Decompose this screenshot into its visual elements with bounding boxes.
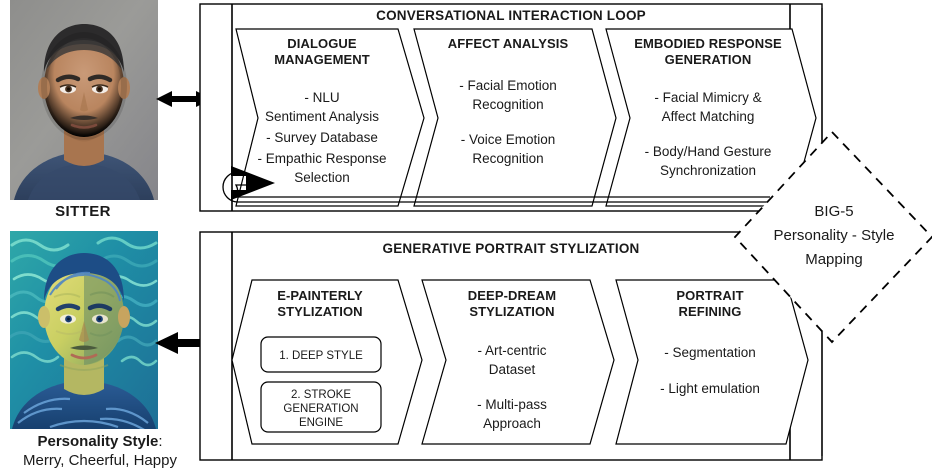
stylized-portrait-caption: Personality Style: Merry, Cheerful, Happ… (0, 432, 200, 470)
generative-portrait-stylization-block: GENERATIVE PORTRAIT STYLIZATION E-PAINTE… (199, 231, 823, 461)
top-block-title: CONVERSATIONAL INTERACTION LOOP (376, 8, 646, 23)
stage-title-pr-l1: PORTRAIT (676, 288, 743, 303)
stage-item-dds-1: Dataset (489, 362, 536, 377)
conversational-interaction-loop-block: CONVERSATIONAL INTERACTION LOOP DIALOGUE… (199, 3, 823, 212)
mapping-line-3: Mapping (805, 251, 863, 268)
personality-style-value: Merry, Cheerful, Happy (23, 452, 177, 469)
feedback-loop-arrow (222, 166, 776, 203)
stage-title-dds-l1: DEEP-DREAM (468, 288, 556, 303)
stage-title-affect-analysis-l1: AFFECT ANALYSIS (448, 36, 569, 51)
mapping-line-2: Personality - Style (774, 227, 895, 244)
stage-item-dm-2: - Survey Database (266, 130, 378, 145)
big5-mapping-node: BIG-5 Personality - Style Mapping (733, 130, 932, 344)
sitter-photograph (10, 0, 158, 200)
personality-style-colon: : (158, 433, 163, 450)
left-arrow (155, 332, 210, 354)
stage-item-aa-0: - Facial Emotion (459, 78, 557, 93)
personality-style-label: Personality Style (37, 433, 159, 450)
bottom-block-title: GENERATIVE PORTRAIT STYLIZATION (383, 241, 640, 256)
stage-item-dm-1: Sentiment Analysis (265, 109, 379, 124)
stage-item-erg-2: - Body/Hand Gesture (645, 144, 772, 159)
stage-item-aa-2: - Voice Emotion (461, 132, 556, 147)
stage-title-dialogue-management-l1: DIALOGUE (287, 36, 357, 51)
stage-item-erg-3: Synchronization (660, 163, 756, 178)
substep-box-deep-style (260, 336, 382, 373)
stage-item-dds-2: - Multi-pass (477, 397, 547, 412)
sitter-caption: SITTER (55, 203, 111, 220)
stylized-portrait (10, 231, 158, 429)
stage-title-dds-l2: STYLIZATION (469, 304, 554, 319)
stage-title-eps-l1: E-PAINTERLY (277, 288, 363, 303)
stage-title-pr-l2: REFINING (679, 304, 742, 319)
substep-label-sge-l2: GENERATION (283, 403, 358, 415)
substep-box-stroke-generation-engine (260, 381, 382, 433)
stage-item-pr-1: - Light emulation (660, 381, 760, 396)
stage-chevron-dialogue-management (235, 28, 425, 207)
stage-chevron-deep-dream-stylization (421, 279, 615, 445)
stage-item-erg-1: Affect Matching (662, 109, 755, 124)
stage-item-erg-0: - Facial Mimicry & (654, 90, 761, 105)
stage-chevron-affect-analysis (413, 28, 617, 207)
stage-title-eps-l2: STYLIZATION (277, 304, 362, 319)
stage-item-dds-3: Approach (483, 416, 541, 431)
stage-item-dds-0: - Art-centric (477, 343, 546, 358)
substep-label-sge-l1: 2. STROKE (291, 389, 351, 401)
stage-item-dm-3: - Empathic Response (257, 151, 386, 166)
mapping-line-1: BIG-5 (814, 203, 853, 220)
bidirectional-arrow (156, 91, 212, 107)
stage-item-pr-0: - Segmentation (664, 345, 756, 360)
stage-title-erg-l1: EMBODIED RESPONSE (634, 36, 782, 51)
substep-label-sge-l3: ENGINE (299, 417, 343, 429)
stage-item-dm-0: - NLU (304, 90, 339, 105)
stage-item-dm-4: Selection (294, 170, 350, 185)
substep-label-deep-style: 1. DEEP STYLE (279, 350, 363, 362)
stage-title-dialogue-management-l2: MANAGEMENT (274, 52, 370, 67)
stage-item-aa-1: Recognition (472, 97, 543, 112)
stage-title-erg-l2: GENERATION (665, 52, 752, 67)
stage-item-aa-3: Recognition (472, 151, 543, 166)
